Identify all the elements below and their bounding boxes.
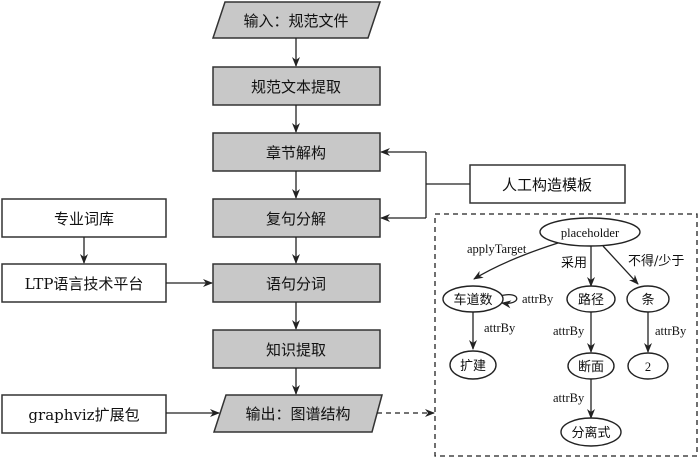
node-section: 断面 xyxy=(567,352,615,380)
edge-label-lanes-attr: attrBy xyxy=(484,321,516,335)
step-segmentation: 语句分词 xyxy=(212,263,381,303)
node-path-label: 路径 xyxy=(578,292,604,308)
resource-template: 人工构造模板 xyxy=(469,164,626,204)
edge-label-count-attr: attrBy xyxy=(655,324,687,338)
step-compound-split: 复句分解 xyxy=(212,198,381,238)
step-chapter-parse-label: 章节解构 xyxy=(266,144,326,162)
example-graph-panel xyxy=(434,213,698,457)
resource-lexicon: 专业词库 xyxy=(1,198,167,238)
node-expand: 扩建 xyxy=(449,350,497,380)
resource-ltp-label: LTP语言技术平台 xyxy=(25,275,144,293)
step-segmentation-label: 语句分词 xyxy=(266,275,326,293)
edge-apply-target xyxy=(473,242,559,280)
node-lanes-label: 车道数 xyxy=(453,292,492,308)
step-input: 输入：规范文件 xyxy=(211,1,382,39)
node-section-label: 断面 xyxy=(578,360,604,375)
node-expand-label: 扩建 xyxy=(460,359,486,374)
node-placeholder-label: placeholder xyxy=(561,226,620,240)
resource-graphviz: graphviz扩展包 xyxy=(1,394,167,434)
resource-graphviz-label: graphviz扩展包 xyxy=(28,406,139,424)
resource-template-label: 人工构造模板 xyxy=(502,176,592,194)
node-path: 路径 xyxy=(566,285,616,313)
edge-label-not-less: 不得/少于 xyxy=(628,253,684,269)
edge-label-adopt: 采用 xyxy=(561,256,587,271)
node-placeholder: placeholder xyxy=(539,217,641,247)
edge-label-path-attr: attrBy xyxy=(553,324,585,338)
step-output: 输出：图谱结构 xyxy=(212,394,383,433)
step-knowledge-extract-label: 知识提取 xyxy=(266,341,326,359)
step-compound-split-label: 复句分解 xyxy=(266,210,326,228)
edge-label-self-attr: attrBy xyxy=(522,292,554,306)
node-count-label: 条 xyxy=(641,292,654,308)
step-output-label: 输出：图谱结构 xyxy=(245,405,350,423)
edge-not-less xyxy=(602,245,639,285)
node-separated: 分离式 xyxy=(560,417,622,447)
edge-label-section-attr: attrBy xyxy=(553,391,585,405)
resource-ltp: LTP语言技术平台 xyxy=(1,263,167,303)
step-extract-text-label: 规范文本提取 xyxy=(251,78,341,96)
step-knowledge-extract: 知识提取 xyxy=(212,329,381,369)
resource-lexicon-label: 专业词库 xyxy=(54,210,114,228)
node-lanes: 车道数 xyxy=(442,285,504,313)
step-chapter-parse: 章节解构 xyxy=(212,132,381,172)
node-count: 条 xyxy=(626,285,670,313)
node-value: 2 xyxy=(627,352,669,380)
node-separated-label: 分离式 xyxy=(571,425,610,441)
step-extract-text: 规范文本提取 xyxy=(212,66,381,106)
step-input-label: 输入：规范文件 xyxy=(243,12,348,30)
edge-self-attr xyxy=(499,294,518,309)
edge-label-apply-target: applyTarget xyxy=(467,242,527,256)
node-value-label: 2 xyxy=(645,360,651,374)
